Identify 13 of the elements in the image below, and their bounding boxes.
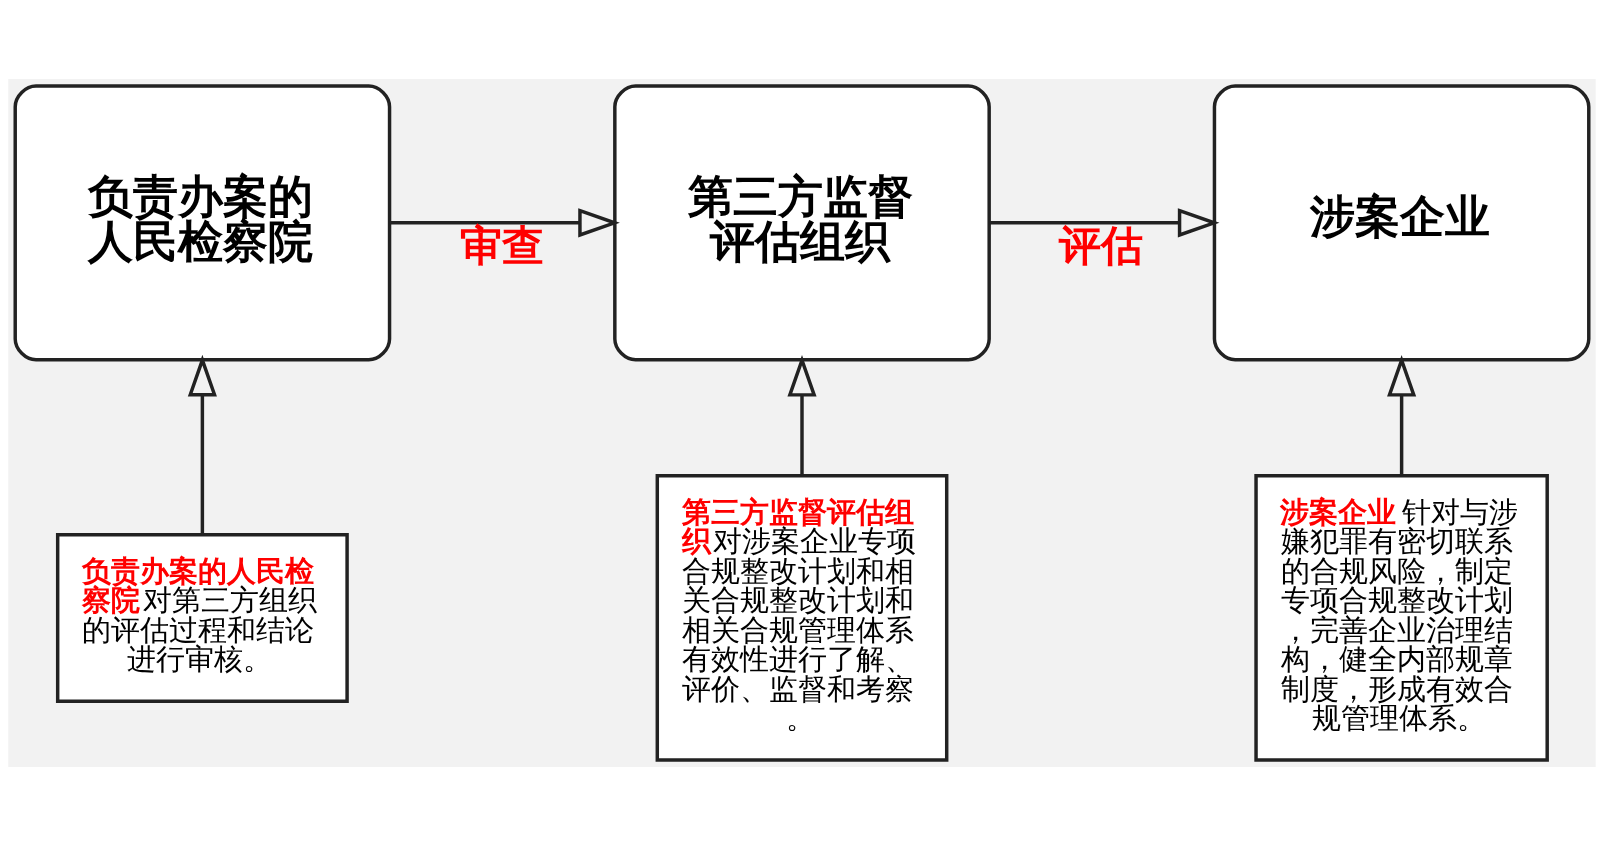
arrow [1387, 354, 1417, 475]
edge-label: 评估 [1059, 220, 1144, 270]
node-box: 涉案企业 [1212, 83, 1591, 361]
arrow [187, 354, 217, 535]
node-box: 第三方监督评估组织 [613, 83, 991, 361]
node-box: 涉案企业针对与涉嫌犯罪有密切联系的合规风险，制定专项合规整改计划，完善企业治理结构，健全内部规章制度，形成有效合规管理体系。 [1254, 473, 1549, 762]
node-box: 第三方监督评估组织对涉案企业专项合规整改计划和相关合规整改计划和相关合规管理体系有效性进行了解、评价、监督和考察。 [655, 473, 949, 762]
node-box: 负责办案的人民检察院对第三方组织的评估过程和结论进行审核。 [55, 532, 349, 703]
arrow [389, 207, 620, 237]
node-box: 负责办案的人民检察院 [13, 83, 392, 361]
edge-label: 审查 [459, 220, 544, 270]
arrow [787, 354, 817, 475]
arrow [989, 207, 1220, 237]
